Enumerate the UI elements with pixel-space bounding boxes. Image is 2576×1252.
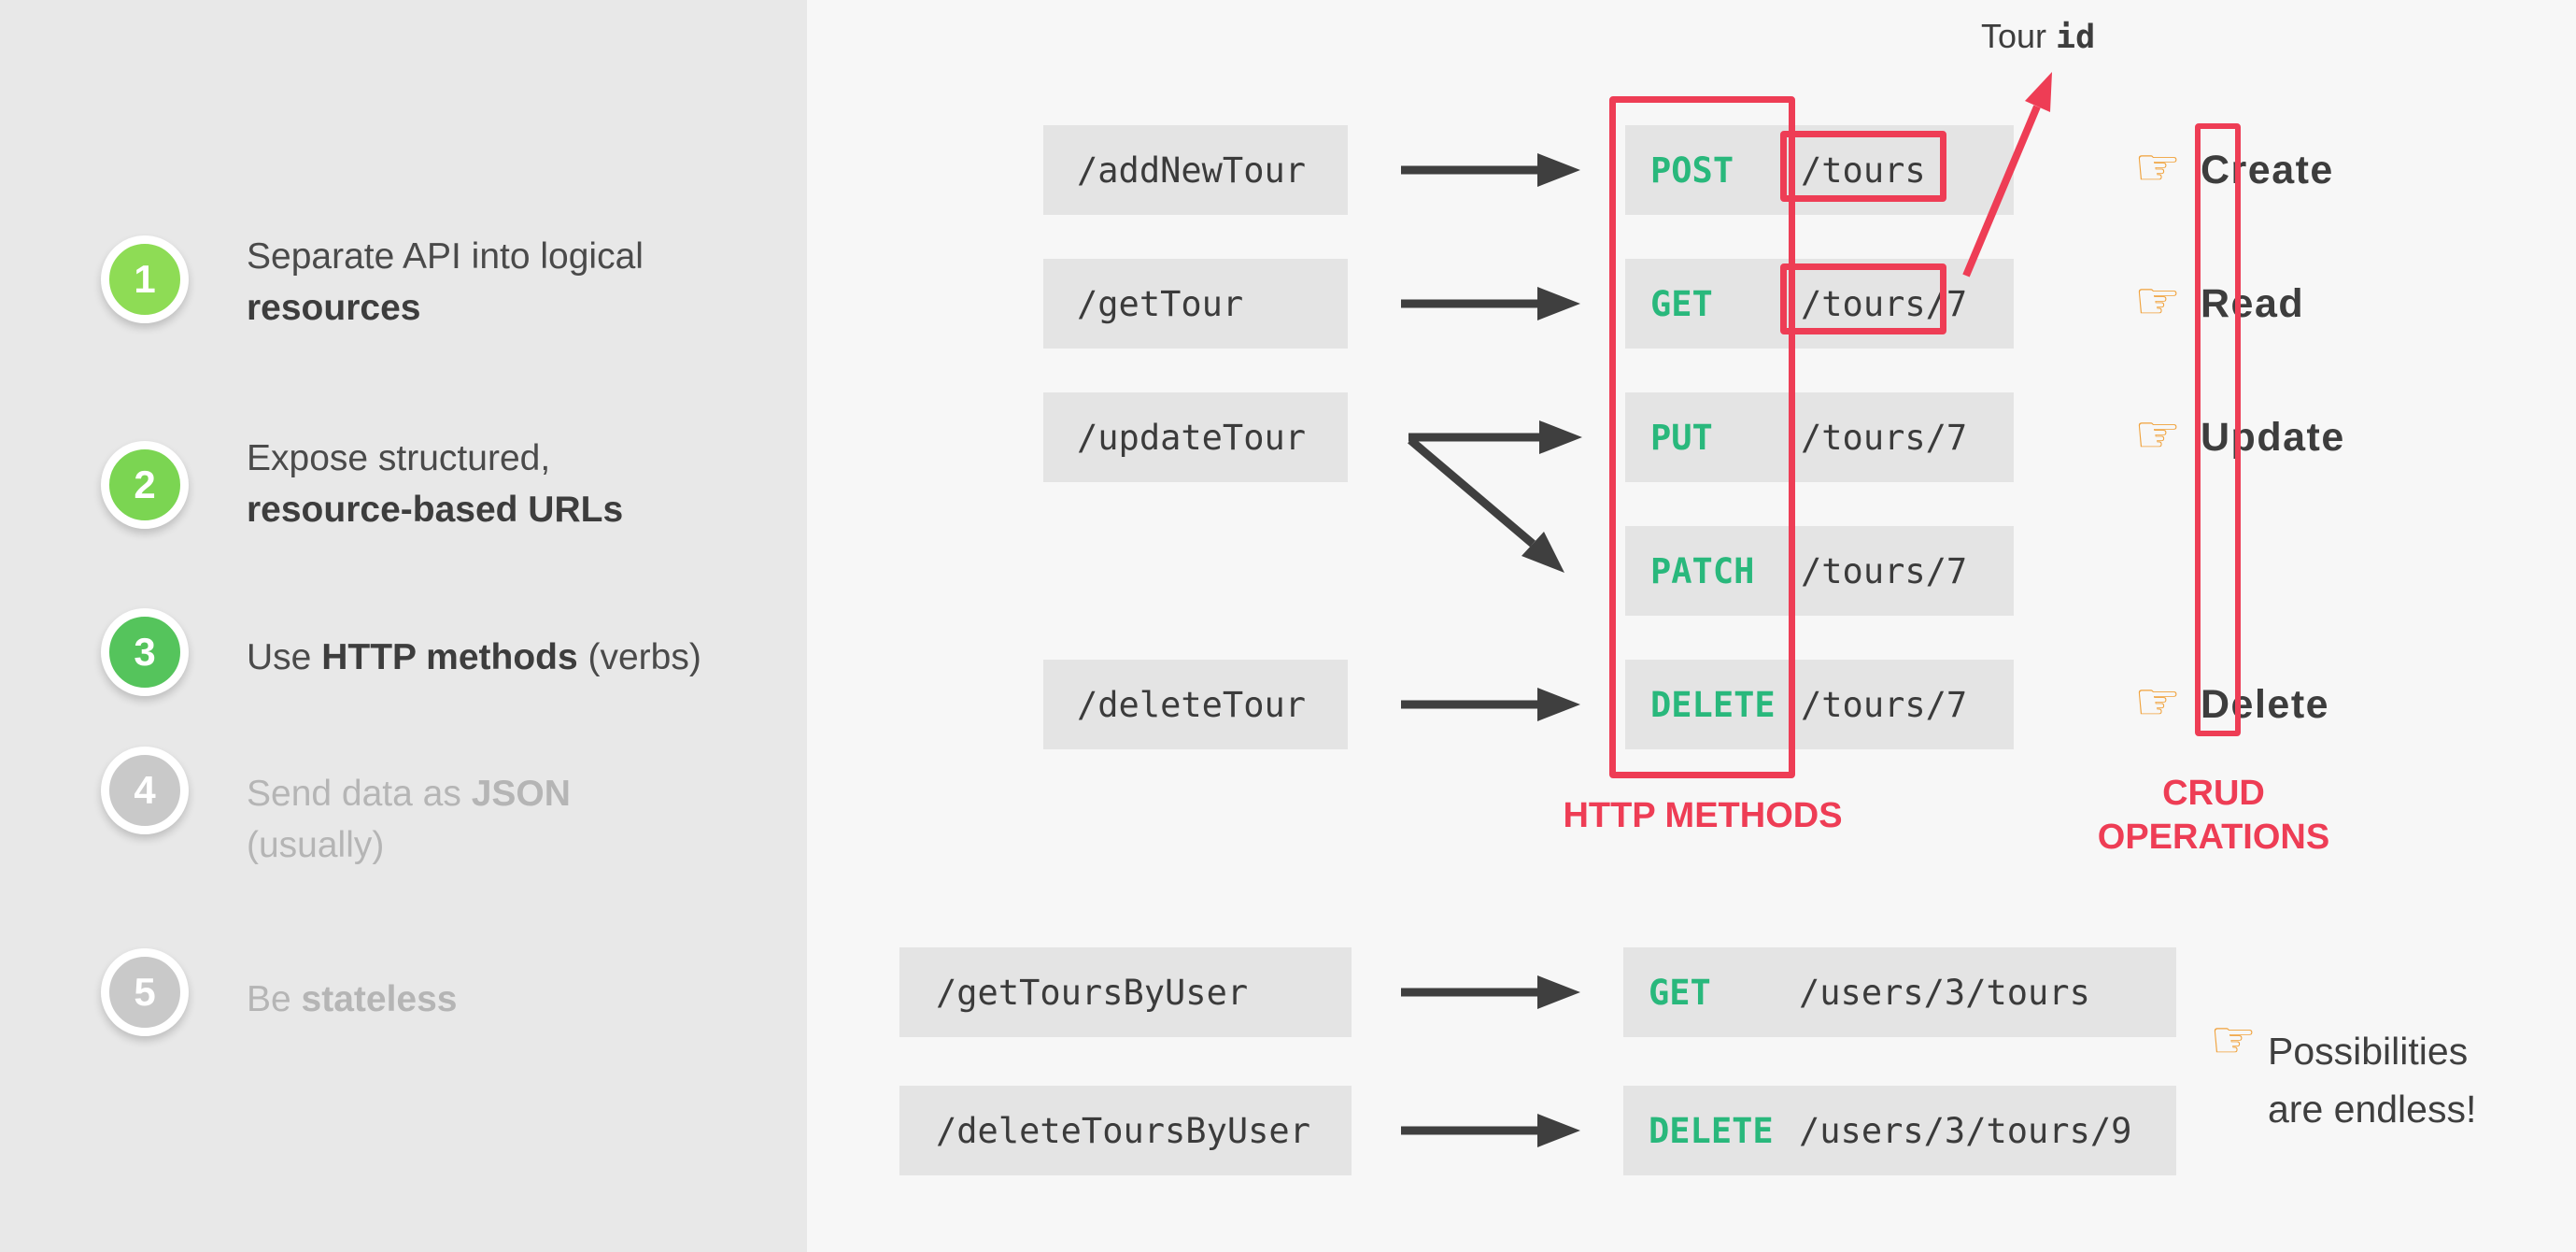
crud-label-read: Read <box>2201 281 2305 326</box>
step-text-line: Separate API into logical <box>247 231 644 282</box>
method-box-patch: PATCH/tours/7 <box>1625 526 2014 616</box>
arrow-right-icon <box>1401 153 1580 187</box>
crud-label-create: Create <box>2201 148 2334 192</box>
note-line1: Possibilities <box>2268 1030 2469 1073</box>
step-badge-3: 3 <box>101 608 189 696</box>
endpoint-box-deletetour: /deleteTour <box>1043 660 1348 749</box>
endpoint-label: /getTour <box>1077 283 1244 324</box>
text-segment-bold: resources <box>247 288 421 328</box>
annotation-box-http-methods <box>1609 96 1795 778</box>
tour-id-mono-text: id <box>2056 19 2096 56</box>
text-segment-bold: stateless <box>301 979 458 1019</box>
step-text-line: Send data as JSON <box>247 768 571 819</box>
step-text-5: Be stateless <box>247 974 458 1025</box>
text-segment: (verbs) <box>577 637 701 677</box>
text-segment: Use <box>247 637 322 677</box>
step-number: 2 <box>134 462 156 506</box>
step-text-line: Use HTTP methods (verbs) <box>247 632 701 683</box>
step-text-line: resources <box>247 282 644 334</box>
hand-pointer-icon: ☞ <box>2134 405 2182 465</box>
annotation-box-tours-id-url <box>1780 263 1946 334</box>
url-label: /users/3/tours <box>1799 972 2090 1013</box>
step-number: 5 <box>134 970 156 1014</box>
url-label: /tours/7 <box>1801 417 1968 458</box>
url-label: /tours/7 <box>1801 283 1968 324</box>
endpoint-label: /updateTour <box>1077 417 1307 458</box>
step-text-4: Send data as JSON (usually) <box>247 768 571 871</box>
endpoint-label: /getToursByUser <box>936 972 1249 1013</box>
text-segment: Send data as <box>247 774 472 814</box>
annotation-box-tours-url <box>1780 131 1946 202</box>
crud-label-delete: Delete <box>2201 682 2330 727</box>
tour-id-text: Tour <box>1981 17 2057 55</box>
url-label: /tours/7 <box>1801 684 1968 725</box>
http-method-label: PUT <box>1650 417 1713 458</box>
http-method-label: GET <box>1650 283 1713 324</box>
text-segment-bold: JSON <box>471 774 571 814</box>
endpoint-box-deletetoursbyuser: /deleteToursByUser <box>899 1086 1352 1175</box>
text-segment: Separate API into logical <box>247 236 644 277</box>
http-methods-caption: HTTP METHODS <box>1563 796 1843 835</box>
http-method-label: GET <box>1649 972 1711 1013</box>
endpoint-box-addnewtour: /addNewTour <box>1043 125 1348 215</box>
endpoint-label: /deleteToursByUser <box>936 1110 1310 1151</box>
step-text-2: Expose structured, resource-based URLs <box>247 433 623 535</box>
arrow-right-icon <box>1401 688 1580 721</box>
method-box-get: GET/tours/7 <box>1625 259 2014 349</box>
method-box-put: PUT/tours/7 <box>1625 392 2014 482</box>
step-badge-4: 4 <box>101 747 189 834</box>
url-label: /tours/7 <box>1801 550 1968 591</box>
step-badge-2: 2 <box>101 441 189 529</box>
step-text-line: Be stateless <box>247 974 458 1025</box>
tour-id-arrow-icon <box>1962 72 2052 277</box>
method-box-delete: DELETE/tours/7 <box>1625 660 2014 749</box>
arrow-right-icon <box>1401 1114 1580 1147</box>
endpoint-box-updatetour: /updateTour <box>1043 392 1348 482</box>
hand-pointer-icon: ☞ <box>2210 1010 2258 1071</box>
endpoint-box-gettour: /getTour <box>1043 259 1348 349</box>
hand-pointer-icon: ☞ <box>2134 137 2182 198</box>
note-line2: are endless! <box>2268 1088 2477 1131</box>
tour-id-label: Tour id <box>1981 17 2095 56</box>
hand-pointer-icon: ☞ <box>2134 271 2182 332</box>
step-badge-5: 5 <box>101 948 189 1036</box>
url-label: /users/3/tours/9 <box>1799 1110 2132 1151</box>
text-segment-bold: resource-based URLs <box>247 490 624 530</box>
method-box-post: POST/tours <box>1625 125 2014 215</box>
url-label: /tours <box>1801 149 1926 191</box>
text-segment: Be <box>247 979 302 1019</box>
crud-caption-line1: CRUD <box>2162 774 2265 813</box>
step-text-line: resource-based URLs <box>247 484 623 535</box>
endpoint-label: /addNewTour <box>1077 149 1307 191</box>
possibilities-note: Possibilities are endless! <box>2268 1022 2476 1138</box>
step-text-line: (usually) <box>247 819 571 871</box>
http-method-label: POST <box>1650 149 1734 191</box>
http-method-label: PATCH <box>1650 550 1755 591</box>
crud-operations-caption: CRUD OPERATIONS <box>2092 772 2335 860</box>
method-box-delete-users-tours: DELETE/users/3/tours/9 <box>1623 1086 2176 1175</box>
http-method-label: DELETE <box>1649 1110 1774 1151</box>
crud-label-update: Update <box>2201 415 2345 460</box>
arrow-right-icon <box>1401 975 1580 1009</box>
step-badge-1: 1 <box>101 235 189 323</box>
text-segment-bold: HTTP methods <box>321 637 578 677</box>
endpoint-box-gettoursbyuser: /getToursByUser <box>899 947 1352 1037</box>
arrow-split-icon <box>1408 420 1582 573</box>
endpoint-label: /deleteTour <box>1077 684 1307 725</box>
step-number: 1 <box>134 257 156 301</box>
step-text-1: Separate API into logical resources <box>247 231 644 334</box>
step-number: 3 <box>134 630 156 674</box>
method-box-get-users-tours: GET/users/3/tours <box>1623 947 2176 1037</box>
http-method-label: DELETE <box>1650 684 1776 725</box>
annotation-box-crud-initials <box>2195 123 2241 736</box>
hand-pointer-icon: ☞ <box>2134 672 2182 733</box>
step-text-3: Use HTTP methods (verbs) <box>247 632 701 683</box>
crud-caption-line2: OPERATIONS <box>2097 818 2330 857</box>
step-text-line: Expose structured, <box>247 433 623 484</box>
step-number: 4 <box>134 768 156 812</box>
text-segment: (usually) <box>247 825 385 865</box>
text-segment: Expose structured, <box>247 438 551 478</box>
arrow-right-icon <box>1401 287 1580 320</box>
